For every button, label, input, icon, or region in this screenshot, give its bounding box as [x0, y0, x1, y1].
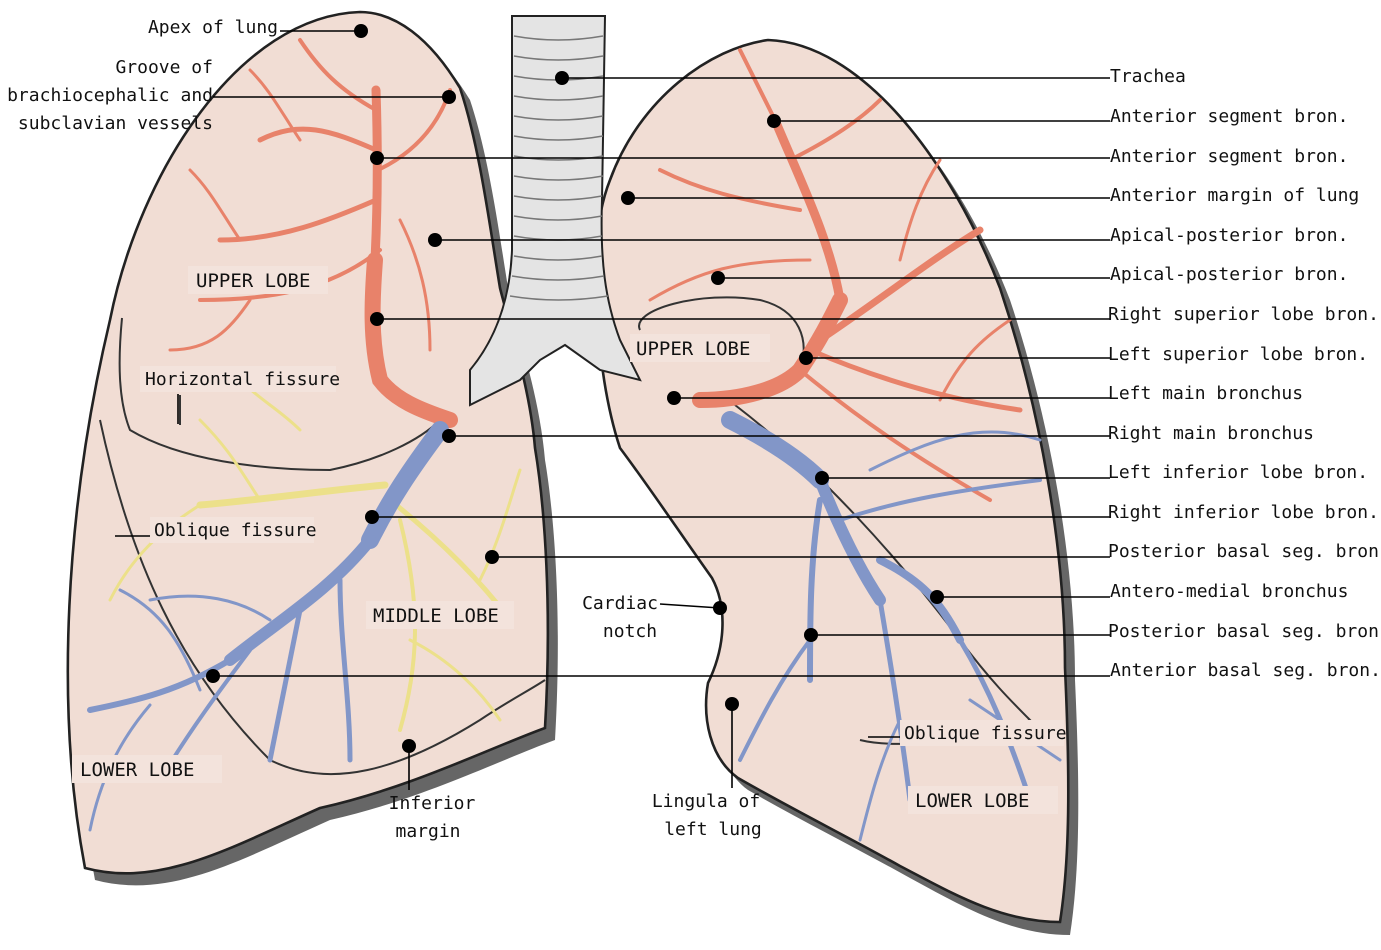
- label-antero-medial: Antero-medial bronchus: [1110, 581, 1348, 602]
- label-lingula-line1: Lingula of: [652, 791, 760, 812]
- label-anterior-basal: Anterior basal seg. bron.: [1110, 660, 1381, 681]
- dot-ant-seg-left: [767, 114, 781, 128]
- dot-antero-medial: [930, 590, 944, 604]
- lobe-label-right-upper: UPPER LOBE: [196, 270, 310, 292]
- label-groove-line2: brachiocephalic and: [7, 85, 213, 106]
- dot-post-basal-right: [485, 550, 499, 564]
- label-inferior-margin-line2: margin: [395, 821, 460, 842]
- dot-apical-right: [428, 233, 442, 247]
- label-anterior-margin: Anterior margin of lung: [1110, 185, 1359, 206]
- dot-lingula: [725, 697, 739, 711]
- lobe-label-right-lower: LOWER LOBE: [80, 759, 194, 781]
- dot-left-main: [667, 391, 681, 405]
- label-cardiac-notch-line2: notch: [603, 621, 657, 642]
- label-posterior-basal-2: Posterior basal seg. bron.: [1108, 621, 1381, 642]
- label-left-inferior-lobe: Left inferior lobe bron.: [1108, 462, 1368, 483]
- label-apex: Apex of lung: [148, 17, 278, 38]
- label-horizontal-fissure: Horizontal fissure: [145, 369, 340, 390]
- label-groove-line3: subclavian vessels: [18, 113, 213, 134]
- dot-cardiac-notch: [713, 601, 727, 615]
- dot-right-sup-lobe: [370, 312, 384, 326]
- lobe-label-right-middle: MIDDLE LOBE: [373, 605, 499, 627]
- lobe-label-left-upper: UPPER LOBE: [636, 338, 750, 360]
- dot-left-inf-lobe: [815, 471, 829, 485]
- label-oblique-fissure-left: Oblique fissure: [904, 723, 1067, 744]
- dot-apical-left: [711, 271, 725, 285]
- label-right-superior-lobe: Right superior lobe bron.: [1108, 304, 1379, 325]
- dot-ant-margin: [621, 191, 635, 205]
- dot-inferior-margin: [402, 739, 416, 753]
- label-right-main-bronchus: Right main bronchus: [1108, 423, 1314, 444]
- dot-groove: [442, 90, 456, 104]
- label-trachea: Trachea: [1110, 66, 1186, 87]
- label-oblique-fissure-right: Oblique fissure: [154, 520, 317, 541]
- label-left-main-bronchus: Left main bronchus: [1108, 383, 1303, 404]
- dot-left-sup-lobe: [799, 351, 813, 365]
- lobe-label-left-lower: LOWER LOBE: [915, 790, 1029, 812]
- label-apical-posterior-1: Apical-posterior bron.: [1110, 225, 1348, 246]
- label-inferior-margin-line1: Inferior: [389, 793, 476, 814]
- label-lingula-line2: left lung: [664, 819, 762, 840]
- label-cardiac-notch-line1: Cardiac: [582, 593, 658, 614]
- label-anterior-segment-1: Anterior segment bron.: [1110, 106, 1348, 127]
- dot-right-main: [442, 429, 456, 443]
- label-groove-line1: Groove of: [115, 57, 213, 78]
- dot-ant-seg-right: [370, 151, 384, 165]
- dot-apex: [354, 24, 368, 38]
- dot-trachea: [555, 71, 569, 85]
- label-right-inferior-lobe: Right inferior lobe bron.: [1108, 502, 1379, 523]
- label-anterior-segment-2: Anterior segment bron.: [1110, 146, 1348, 167]
- label-apical-posterior-2: Apical-posterior bron.: [1110, 264, 1348, 285]
- dot-post-basal-left: [804, 628, 818, 642]
- dot-ant-basal: [206, 669, 220, 683]
- dot-right-inf-lobe: [365, 510, 379, 524]
- right-labels: Trachea Anterior segment bron. Anterior …: [1108, 66, 1381, 681]
- label-left-superior-lobe: Left superior lobe bron.: [1108, 344, 1368, 365]
- label-posterior-basal-1: Posterior basal seg. bron.: [1108, 541, 1381, 562]
